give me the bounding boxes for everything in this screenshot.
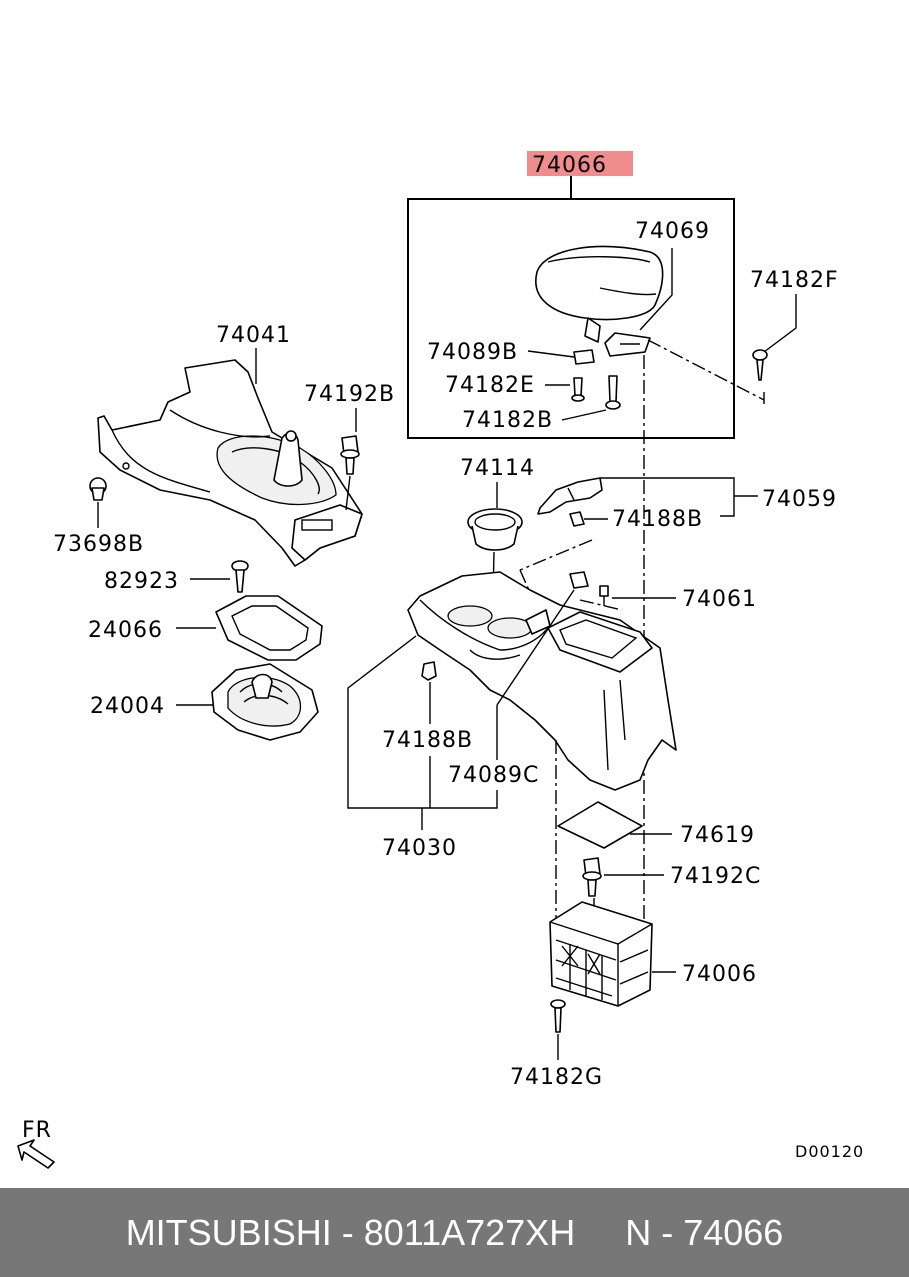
clip-74061 bbox=[599, 585, 609, 606]
label-74061[interactable]: 74061 bbox=[682, 587, 757, 612]
label-74182F[interactable]: 74182F bbox=[750, 268, 839, 293]
exploded-parts-diagram: 74066 74069 74182F 74089B 74182E 74182B bbox=[17, 151, 864, 1169]
bolt-74192C bbox=[582, 857, 602, 897]
pad-74619 bbox=[557, 801, 643, 849]
label-74066[interactable]: 74066 bbox=[532, 153, 607, 178]
screw-74182F bbox=[752, 349, 768, 381]
label-73698B[interactable]: 73698B bbox=[53, 532, 144, 557]
label-74182E[interactable]: 74182E bbox=[445, 373, 535, 398]
clip-74089B bbox=[573, 349, 595, 365]
label-74182G[interactable]: 74182G bbox=[510, 1065, 603, 1090]
armrest-lid-part bbox=[535, 245, 664, 357]
front-console-part bbox=[97, 359, 363, 567]
label-74059[interactable]: 74059 bbox=[762, 487, 837, 512]
clip-74188B-bottom bbox=[421, 661, 437, 681]
footer-part-info: MITSUBISHI - 8011A727XH N - 74066 bbox=[125, 1211, 784, 1253]
screw-74182B bbox=[605, 375, 621, 410]
label-74114[interactable]: 74114 bbox=[460, 456, 535, 481]
footer-bar: MITSUBISHI - 8011A727XH N - 74066 bbox=[0, 1188, 909, 1277]
label-74006[interactable]: 74006 bbox=[682, 962, 757, 987]
label-74619[interactable]: 74619 bbox=[680, 823, 755, 848]
label-24004[interactable]: 24004 bbox=[90, 694, 165, 719]
label-74188B-bottom[interactable]: 74188B bbox=[382, 728, 473, 753]
shift-boot-24004 bbox=[211, 663, 319, 741]
bolt-74192B bbox=[340, 435, 360, 475]
label-82923[interactable]: 82923 bbox=[104, 569, 179, 594]
label-74188B-top[interactable]: 74188B bbox=[612, 507, 703, 532]
assembly-box-74066 bbox=[407, 198, 735, 439]
screw-82923 bbox=[231, 560, 249, 593]
clip-74089C bbox=[569, 571, 589, 589]
label-24066[interactable]: 24066 bbox=[88, 618, 163, 643]
bracket-box-74006 bbox=[549, 901, 653, 1007]
front-direction-arrow-icon bbox=[17, 1139, 55, 1169]
label-74192B[interactable]: 74192B bbox=[304, 382, 395, 407]
label-74182B-top[interactable]: 74182B bbox=[462, 408, 553, 433]
label-74041[interactable]: 74041 bbox=[216, 323, 291, 348]
label-74030[interactable]: 74030 bbox=[382, 836, 457, 861]
clip-73698B bbox=[89, 477, 107, 501]
cover-74059 bbox=[537, 477, 603, 515]
diagram-code: D00120 bbox=[795, 1142, 864, 1161]
label-74089B[interactable]: 74089B bbox=[427, 340, 518, 365]
center-console-74030 bbox=[407, 571, 677, 791]
label-74069[interactable]: 74069 bbox=[635, 219, 710, 244]
cup-holder-insert-74114 bbox=[467, 508, 523, 551]
highlight-box bbox=[527, 151, 633, 176]
plate-24066 bbox=[215, 595, 323, 661]
clip-74188B-top bbox=[569, 511, 585, 527]
label-74192C[interactable]: 74192C bbox=[670, 864, 761, 889]
label-74089C[interactable]: 74089C bbox=[448, 763, 539, 788]
screw-74182E bbox=[571, 377, 585, 402]
screw-74182G bbox=[550, 999, 566, 1033]
label-fr: FR bbox=[22, 1118, 52, 1143]
